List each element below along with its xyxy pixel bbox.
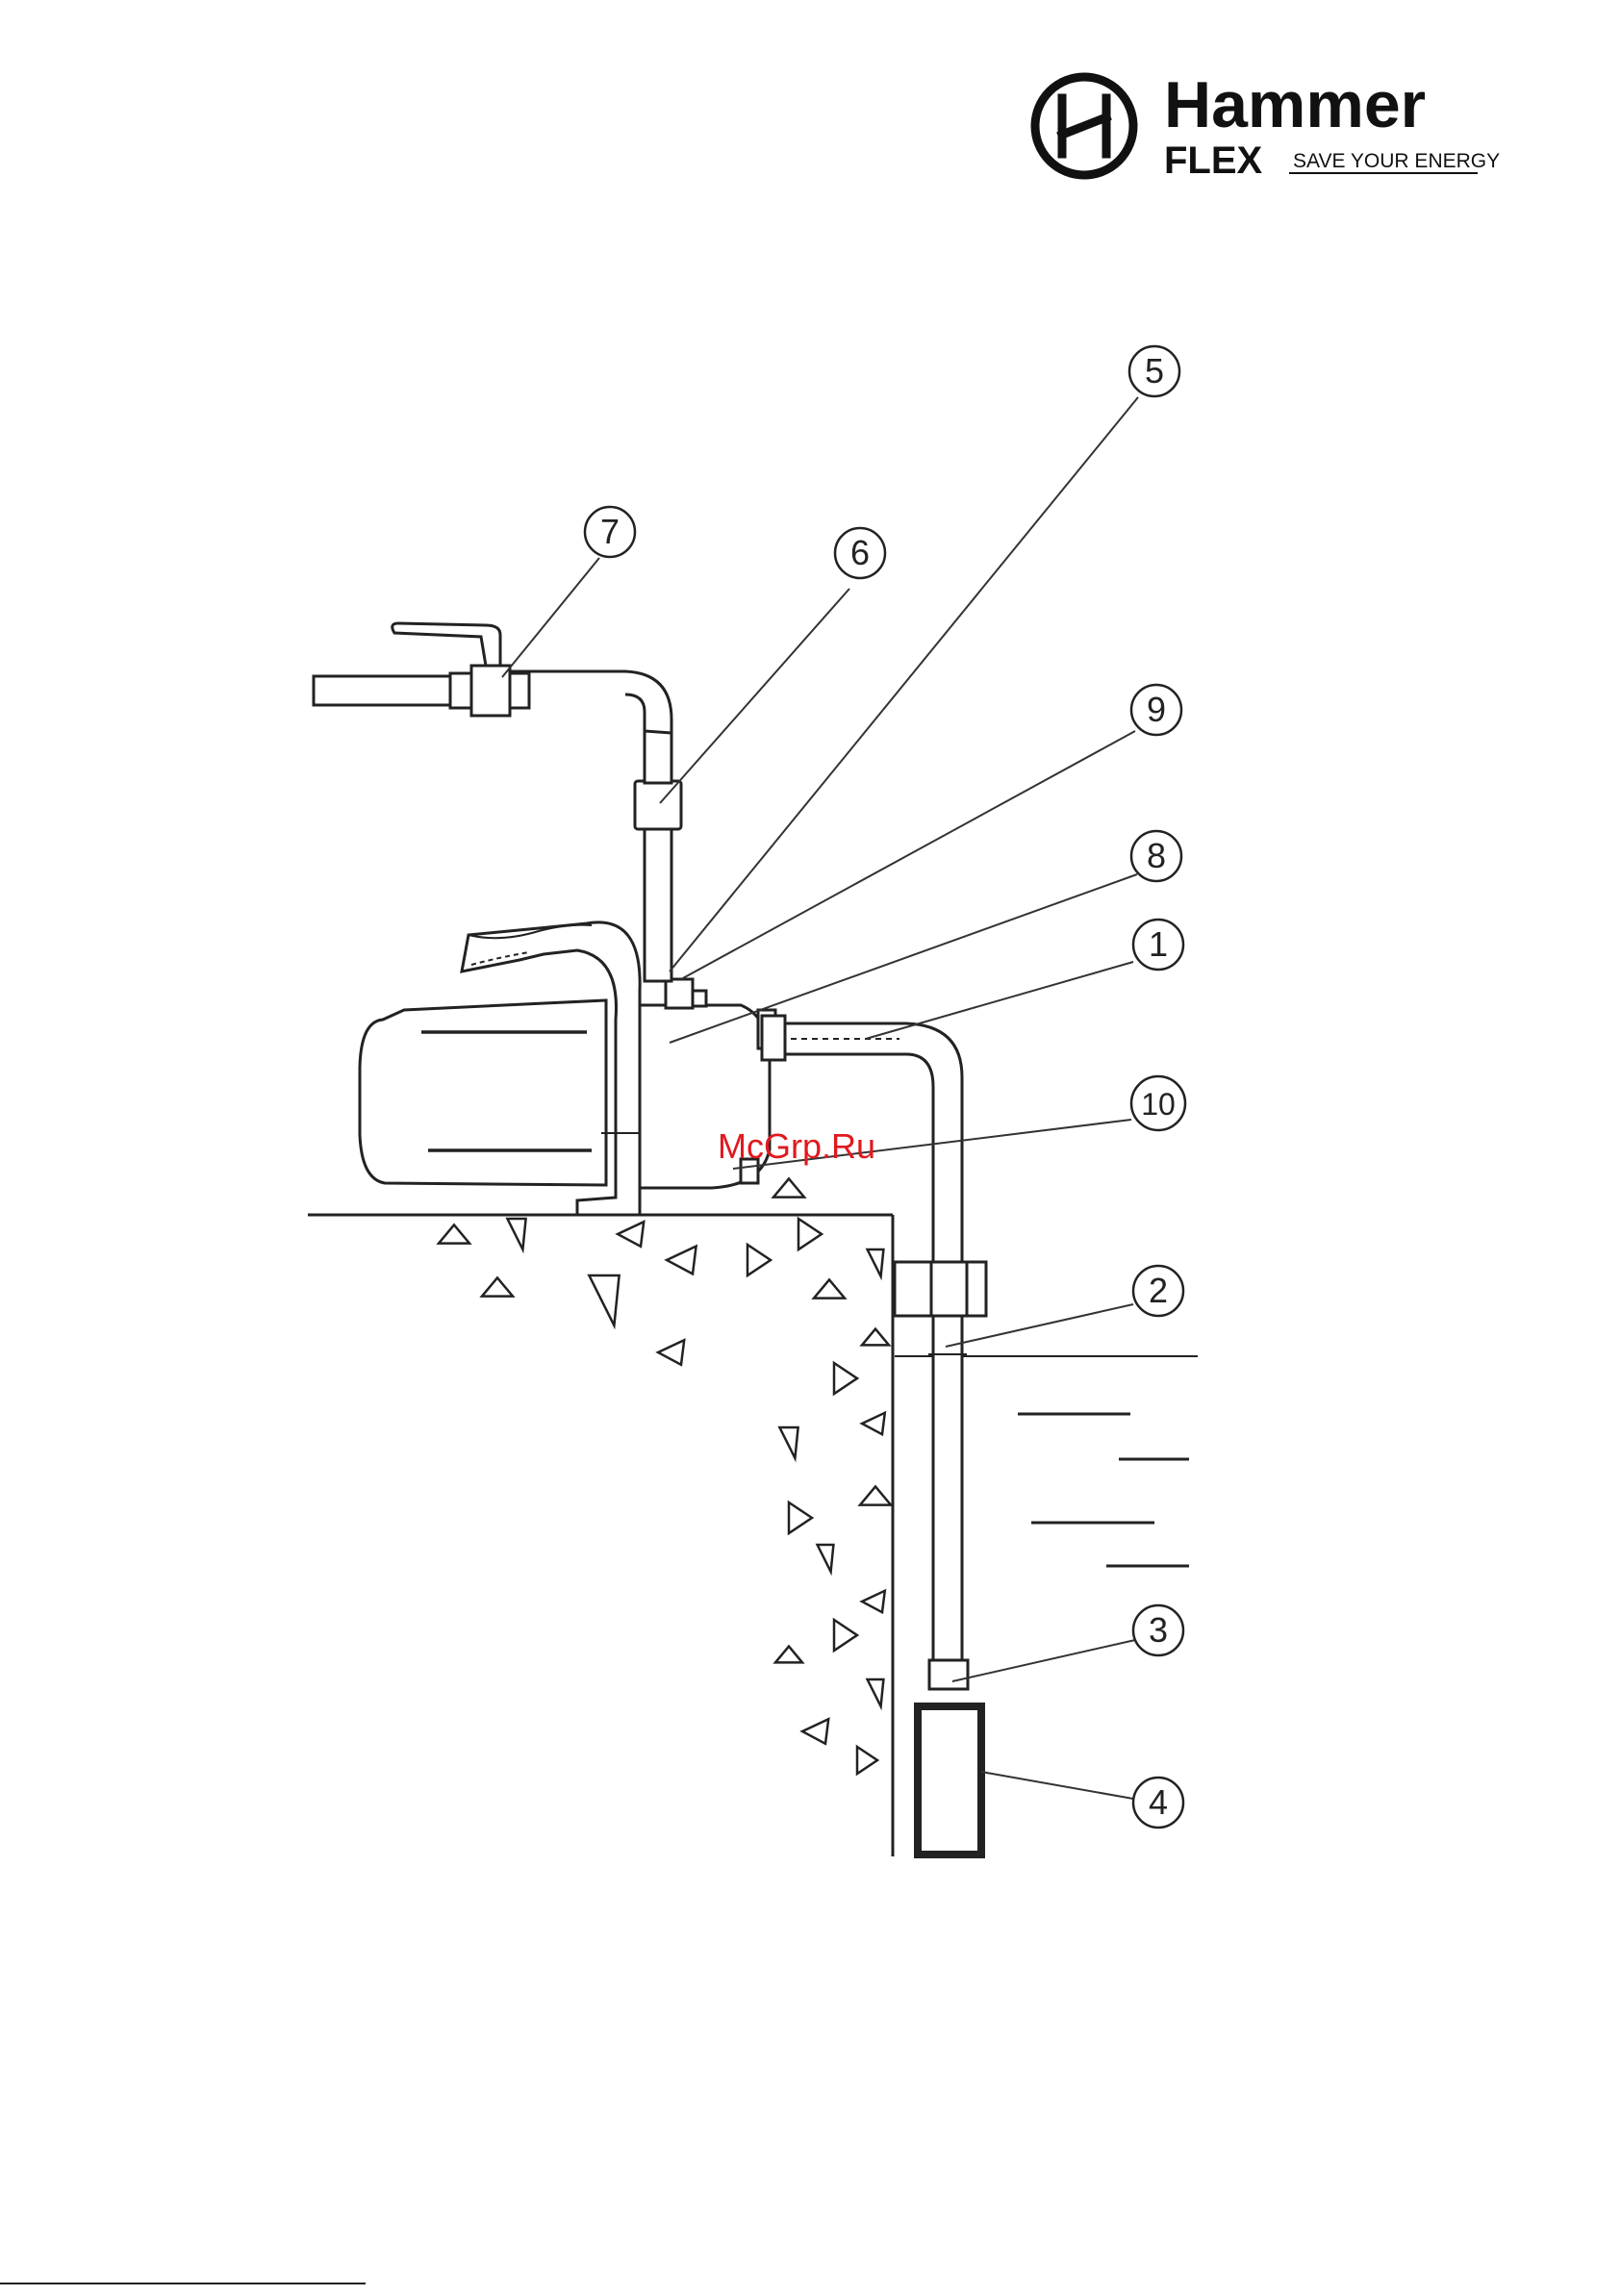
gravel-stone <box>589 1275 619 1325</box>
pipe-clamp <box>895 1262 986 1316</box>
callout-2: 2 <box>1133 1266 1183 1316</box>
gravel-stone <box>818 1545 834 1572</box>
brand-sub: FLEX <box>1164 139 1263 182</box>
foot-valve-strainer <box>918 1706 981 1854</box>
gravel-stone <box>775 1647 802 1663</box>
callout-10: 10 <box>1131 1076 1185 1130</box>
callout-6: 6 <box>835 528 885 578</box>
gravel-stone <box>834 1363 857 1394</box>
gravel-stone <box>802 1719 828 1744</box>
gravel-stone <box>507 1219 525 1249</box>
callout-4-label: 4 <box>1149 1782 1168 1822</box>
gravel-stone <box>439 1224 469 1243</box>
pump-motor-body <box>360 1000 606 1185</box>
gravel-stone <box>868 1249 884 1276</box>
gravel-stone <box>658 1340 684 1365</box>
callout-3-label: 3 <box>1149 1610 1168 1650</box>
watermark: McGrp.Ru <box>718 1126 875 1166</box>
brand-name: Hammer <box>1164 68 1426 141</box>
gravel-stone <box>789 1502 812 1533</box>
ground-gravel <box>439 1178 891 1774</box>
callout-6-label: 6 <box>850 533 870 572</box>
check-valve-coupling <box>929 1660 968 1689</box>
inlet-flange <box>762 1016 785 1060</box>
gravel-stone <box>862 1329 889 1346</box>
callout-7: 7 <box>585 507 635 557</box>
gravel-stone <box>618 1222 644 1247</box>
callout-7-label: 7 <box>600 512 620 551</box>
gravel-stone <box>773 1178 804 1197</box>
gravel-stone <box>860 1486 891 1504</box>
callout-1-label: 1 <box>1149 924 1168 964</box>
gravel-stone <box>834 1620 857 1651</box>
hammer-logo: Hammer FLEX SAVE YOUR ENERGY <box>1035 68 1500 182</box>
gravel-stone <box>798 1219 822 1249</box>
pump-outlet-port <box>666 979 693 1008</box>
callout-4: 4 <box>1133 1778 1183 1828</box>
ball-valve-lever <box>393 623 500 666</box>
callout-10-label: 10 <box>1141 1087 1176 1122</box>
callout-9-label: 9 <box>1147 690 1166 729</box>
callout-8: 8 <box>1131 831 1181 881</box>
discharge-pipe-lower <box>645 827 671 981</box>
callout-2-label: 2 <box>1149 1271 1168 1310</box>
gravel-stone <box>857 1747 877 1774</box>
brand-tagline: SAVE YOUR ENERGY <box>1293 150 1500 172</box>
gravel-stone <box>779 1427 798 1458</box>
ground <box>308 1215 893 1856</box>
gravel-stone <box>862 1413 885 1434</box>
pump <box>360 922 775 1215</box>
callout-3: 3 <box>1133 1605 1183 1655</box>
discharge-pipe <box>314 623 681 981</box>
outlet-pipe <box>314 676 450 705</box>
gravel-stone <box>667 1247 697 1274</box>
gravel-stone <box>482 1277 513 1296</box>
callout-8-label: 8 <box>1147 836 1166 875</box>
callout-1: 1 <box>1133 920 1183 970</box>
ball-valve-body <box>471 666 510 716</box>
gravel-stone <box>862 1591 885 1612</box>
callout-5: 5 <box>1129 346 1179 396</box>
gravel-stone <box>868 1679 884 1706</box>
gravel-stone <box>747 1245 771 1275</box>
inlet-pipe-horizontal <box>785 1023 962 1674</box>
gravel-stone <box>814 1279 845 1298</box>
callout-5-label: 5 <box>1145 351 1164 391</box>
logo-emblem-glyph <box>1062 98 1106 154</box>
callout-9: 9 <box>1131 685 1181 735</box>
